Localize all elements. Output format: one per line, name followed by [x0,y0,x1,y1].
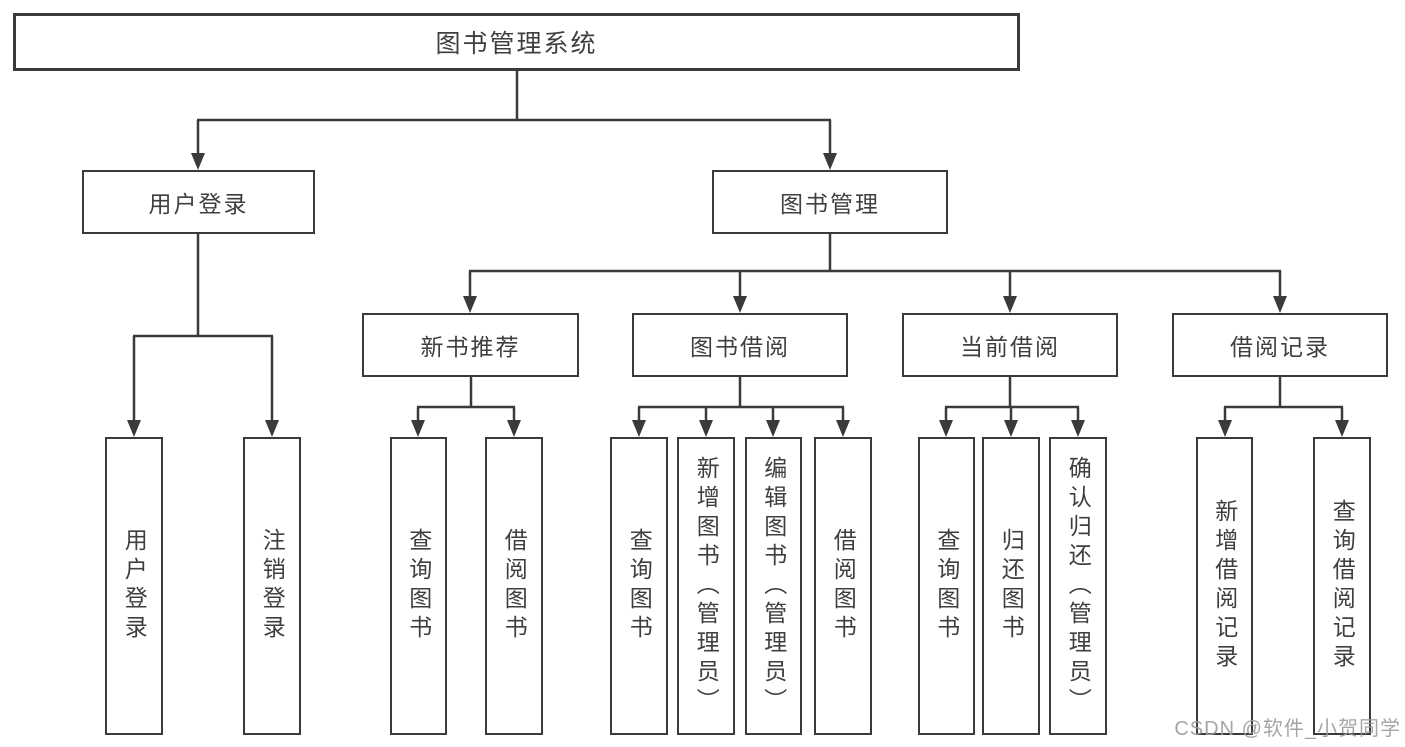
node-user-login: 用户登录 [82,170,315,234]
leaf-borrow-book-2-label: 借阅图书 [830,528,857,644]
leaf-confirm-return-admin: 确认归还（管理员） [1049,437,1107,735]
node-borrowing-records: 借阅记录 [1172,313,1388,377]
leaf-query-books-1: 查询图书 [390,437,447,735]
node-book-borrowing-label: 图书借阅 [690,334,790,360]
leaf-logout: 注销登录 [243,437,301,735]
leaf-query-books-2-label: 查询图书 [626,528,653,644]
node-new-book-recommend: 新书推荐 [362,313,579,377]
node-library-system: 图书管理系统 [13,13,1020,71]
node-book-management-label: 图书管理 [780,191,880,217]
csdn-watermark: CSDN @软件_小贺同学 [1174,718,1401,740]
leaf-user-login-label: 用户登录 [121,528,148,644]
node-new-book-recommend-label: 新书推荐 [420,334,521,360]
node-book-management: 图书管理 [712,170,948,234]
leaf-query-books-3-label: 查询图书 [933,528,960,644]
node-library-system-label: 图书管理系统 [435,30,598,58]
leaf-borrow-book-1-label: 借阅图书 [501,528,528,644]
leaf-add-borrow-record-label: 新增借阅记录 [1211,499,1238,673]
leaf-query-books-3: 查询图书 [918,437,975,735]
node-user-login-label: 用户登录 [148,191,249,217]
leaf-add-book-admin: 新增图书（管理员） [677,437,735,735]
leaf-add-borrow-record: 新增借阅记录 [1196,437,1253,735]
node-current-borrowing: 当前借阅 [902,313,1118,377]
leaf-borrow-book-1: 借阅图书 [485,437,543,735]
leaf-user-login: 用户登录 [105,437,163,735]
leaf-edit-book-admin-label: 编辑图书（管理员） [760,455,787,717]
leaf-confirm-return-admin-label: 确认归还（管理员） [1065,455,1092,717]
node-book-borrowing: 图书借阅 [632,313,848,377]
leaf-return-book: 归还图书 [982,437,1040,735]
node-current-borrowing-label: 当前借阅 [960,334,1060,360]
leaf-query-borrow-record-label: 查询借阅记录 [1329,499,1356,673]
leaf-logout-label: 注销登录 [259,528,286,644]
leaf-edit-book-admin: 编辑图书（管理员） [745,437,802,735]
leaf-borrow-book-2: 借阅图书 [814,437,872,735]
leaf-return-book-label: 归还图书 [998,528,1025,644]
leaf-query-books-2: 查询图书 [610,437,668,735]
leaf-add-book-admin-label: 新增图书（管理员） [693,455,720,717]
leaf-query-books-1-label: 查询图书 [405,528,432,644]
node-borrowing-records-label: 借阅记录 [1230,334,1330,360]
leaf-query-borrow-record: 查询借阅记录 [1313,437,1371,735]
